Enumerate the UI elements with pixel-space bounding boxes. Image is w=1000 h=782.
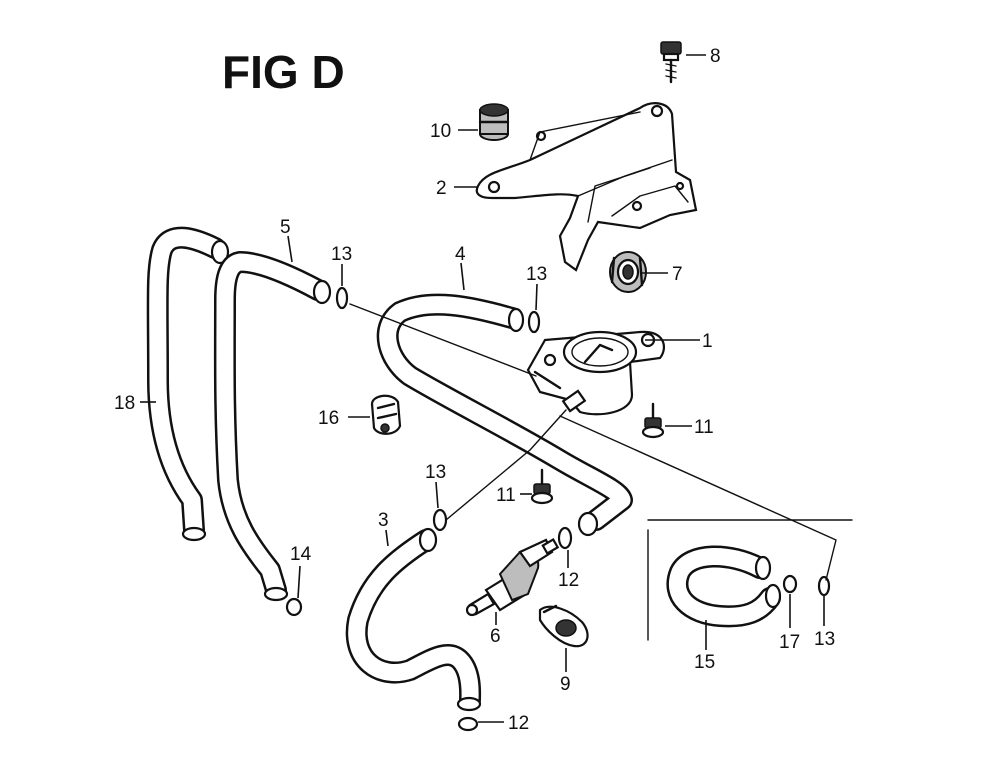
part-9-clip [538,604,589,648]
part-13-clip-c [432,508,448,532]
part-12-clip-b [457,716,479,732]
callout-14: 14 [290,544,312,565]
callout-6: 6 [490,626,501,647]
part-13-clip-b [527,310,541,334]
part-18-hose [146,226,230,542]
callout-4: 4 [455,244,466,265]
part-13-clip-a [335,286,349,310]
part-8-bolt [660,41,682,84]
callout-5: 5 [280,217,291,238]
callout-8: 8 [710,46,721,67]
callout-9: 9 [560,674,571,695]
part-11-screw-upper [641,402,665,439]
callout-1: 1 [702,331,713,352]
callout-17: 17 [779,632,800,653]
callout-leaders [140,54,825,723]
part-17-clip [782,574,798,594]
callout-18: 18 [114,393,135,414]
callout-13-d: 13 [814,629,835,650]
callout-13-a: 13 [331,244,352,265]
part-10-grommet [478,103,510,141]
callout-16: 16 [318,408,339,429]
callout-15: 15 [694,652,715,673]
part-6-fuel-filter [465,538,560,617]
part-11-screw-lower [530,468,554,505]
callout-11-lower: 11 [496,485,516,506]
callout-numbers: 8 10 2 1 7 5 4 13 13 11 16 18 13 11 3 12… [114,46,835,734]
inset-detail [647,519,853,641]
figure-title: FIG D [222,46,345,98]
part-7-grommet [609,251,647,293]
part-3-hose [345,527,482,712]
part-16-clamp [370,394,402,435]
callout-12-b: 12 [508,713,529,734]
part-14-clip [285,597,303,617]
part-1-valve-body [526,330,665,416]
callout-13-b: 13 [526,264,547,285]
part-2-bracket [475,102,698,272]
callout-10: 10 [430,121,451,142]
part-4-hose [376,293,633,537]
callout-2: 2 [436,178,447,199]
part-13-clip-d [817,575,831,597]
callout-13-c: 13 [425,462,446,483]
callout-12-a: 12 [558,570,579,591]
part-5-hose [213,251,332,602]
callout-11-upper: 11 [694,417,714,438]
guide-lines [349,303,837,581]
callout-7: 7 [672,264,683,285]
part-12-clip-a [557,526,573,550]
callout-3: 3 [378,510,389,531]
